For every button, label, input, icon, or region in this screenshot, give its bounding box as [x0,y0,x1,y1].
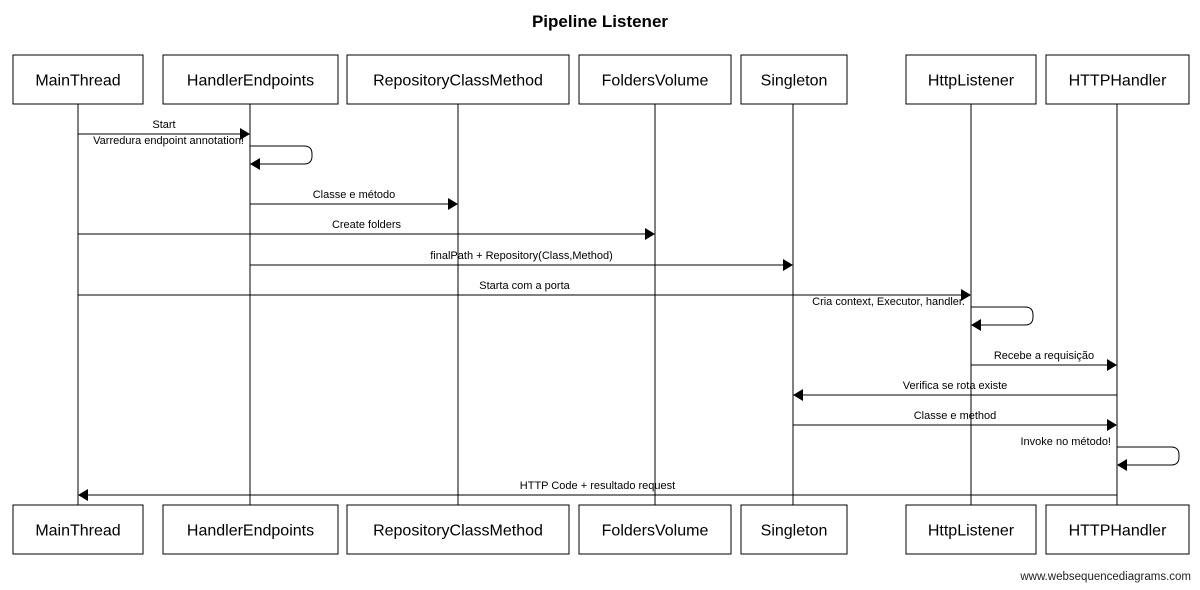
participant-rect [905,54,1037,105]
participant-label: MainThread [35,523,120,540]
message-12: HTTP Code + resultado request [78,480,1117,501]
participant-rect [1045,54,1190,105]
diagram-title: Pipeline Listener [532,12,668,31]
participant-box-singleton-top: Singleton [740,54,848,105]
lifelines [77,104,1118,505]
participant-box-singleton-bottom: Singleton [740,504,848,555]
participant-rect [578,54,732,105]
arrow-head [250,158,260,170]
participant-label: Singleton [761,73,828,90]
message-7: Cria context, Executor, handler. [812,296,1034,331]
participant-label: HTTPHandler [1069,523,1167,540]
participant-rect [12,504,144,555]
message-label: Create folders [332,219,402,231]
message-label: HTTP Code + resultado request [520,480,675,492]
participant-label: RepositoryClassMethod [373,73,543,90]
arrow-head [448,198,458,210]
arrow-head [1107,419,1117,431]
participant-label: HTTPHandler [1069,73,1167,90]
participant-box-folders-bottom: FoldersVolume [578,504,732,555]
self-message-arrow [1117,446,1180,466]
arrow-head [645,228,655,240]
message-3: Classe e método [250,189,458,210]
arrow-head [783,259,793,271]
arrow-head [961,289,971,301]
arrow-head [1117,459,1127,471]
participant-rect [12,54,144,105]
participant-box-http-bottom: HttpListener [905,504,1037,555]
message-5: finalPath + Repository(Class,Method) [250,250,793,271]
participant-rect [162,54,339,105]
message-6: Starta com a porta [78,280,971,301]
message-label: Recebe a requisição [994,350,1094,362]
participant-rect [346,504,570,555]
message-label: Starta com a porta [479,280,570,292]
participant-box-handler-top: HandlerEndpoints [162,54,339,105]
participant-boxes: MainThreadMainThreadHandlerEndpointsHand… [12,54,1190,555]
message-11: Invoke no método! [1020,436,1180,471]
message-9: Verifica se rota existe [793,380,1117,401]
message-1: Start [78,119,250,140]
participant-box-main-top: MainThread [12,54,144,105]
message-8: Recebe a requisição [971,350,1117,371]
credit-text: www.websequencediagrams.com [1019,571,1191,583]
participant-box-repo-top: RepositoryClassMethod [346,54,570,105]
message-label: Invoke no método! [1020,436,1111,448]
message-label: finalPath + Repository(Class,Method) [430,250,613,262]
arrow-head [78,489,88,501]
participant-box-folders-top: FoldersVolume [578,54,732,105]
message-10: Classe e method [793,410,1117,431]
participant-label: HttpListener [928,523,1015,540]
message-label: Classe e método [313,189,396,201]
self-message-arrow [250,145,313,165]
arrow-head [793,389,803,401]
participant-box-main-bottom: MainThread [12,504,144,555]
message-label: Verifica se rota existe [903,380,1008,392]
participant-box-httph-bottom: HTTPHandler [1045,504,1190,555]
participant-box-repo-bottom: RepositoryClassMethod [346,504,570,555]
participant-rect [740,504,848,555]
message-label: Cria context, Executor, handler. [812,296,965,308]
participant-label: HandlerEndpoints [187,73,314,90]
participant-label: FoldersVolume [602,73,709,90]
participant-box-handler-bottom: HandlerEndpoints [162,504,339,555]
participant-rect [1045,504,1190,555]
participant-box-httph-top: HTTPHandler [1045,54,1190,105]
message-4: Create folders [78,219,655,240]
participant-label: HttpListener [928,73,1015,90]
participant-label: FoldersVolume [602,523,709,540]
message-label: Start [152,119,175,131]
participant-label: MainThread [35,73,120,90]
message-label: Classe e method [914,410,997,422]
participant-rect [905,504,1037,555]
participant-rect [162,504,339,555]
message-2: Varredura endpoint annotation! [93,135,313,170]
participant-label: RepositoryClassMethod [373,523,543,540]
participant-label: Singleton [761,523,828,540]
participant-box-http-top: HttpListener [905,54,1037,105]
arrow-head [240,128,250,140]
arrow-head [971,319,981,331]
self-message-arrow [971,306,1034,326]
participant-rect [740,54,848,105]
message-label: Varredura endpoint annotation! [93,135,244,147]
participant-rect [578,504,732,555]
participant-rect [346,54,570,105]
participant-label: HandlerEndpoints [187,523,314,540]
arrow-head [1107,359,1117,371]
